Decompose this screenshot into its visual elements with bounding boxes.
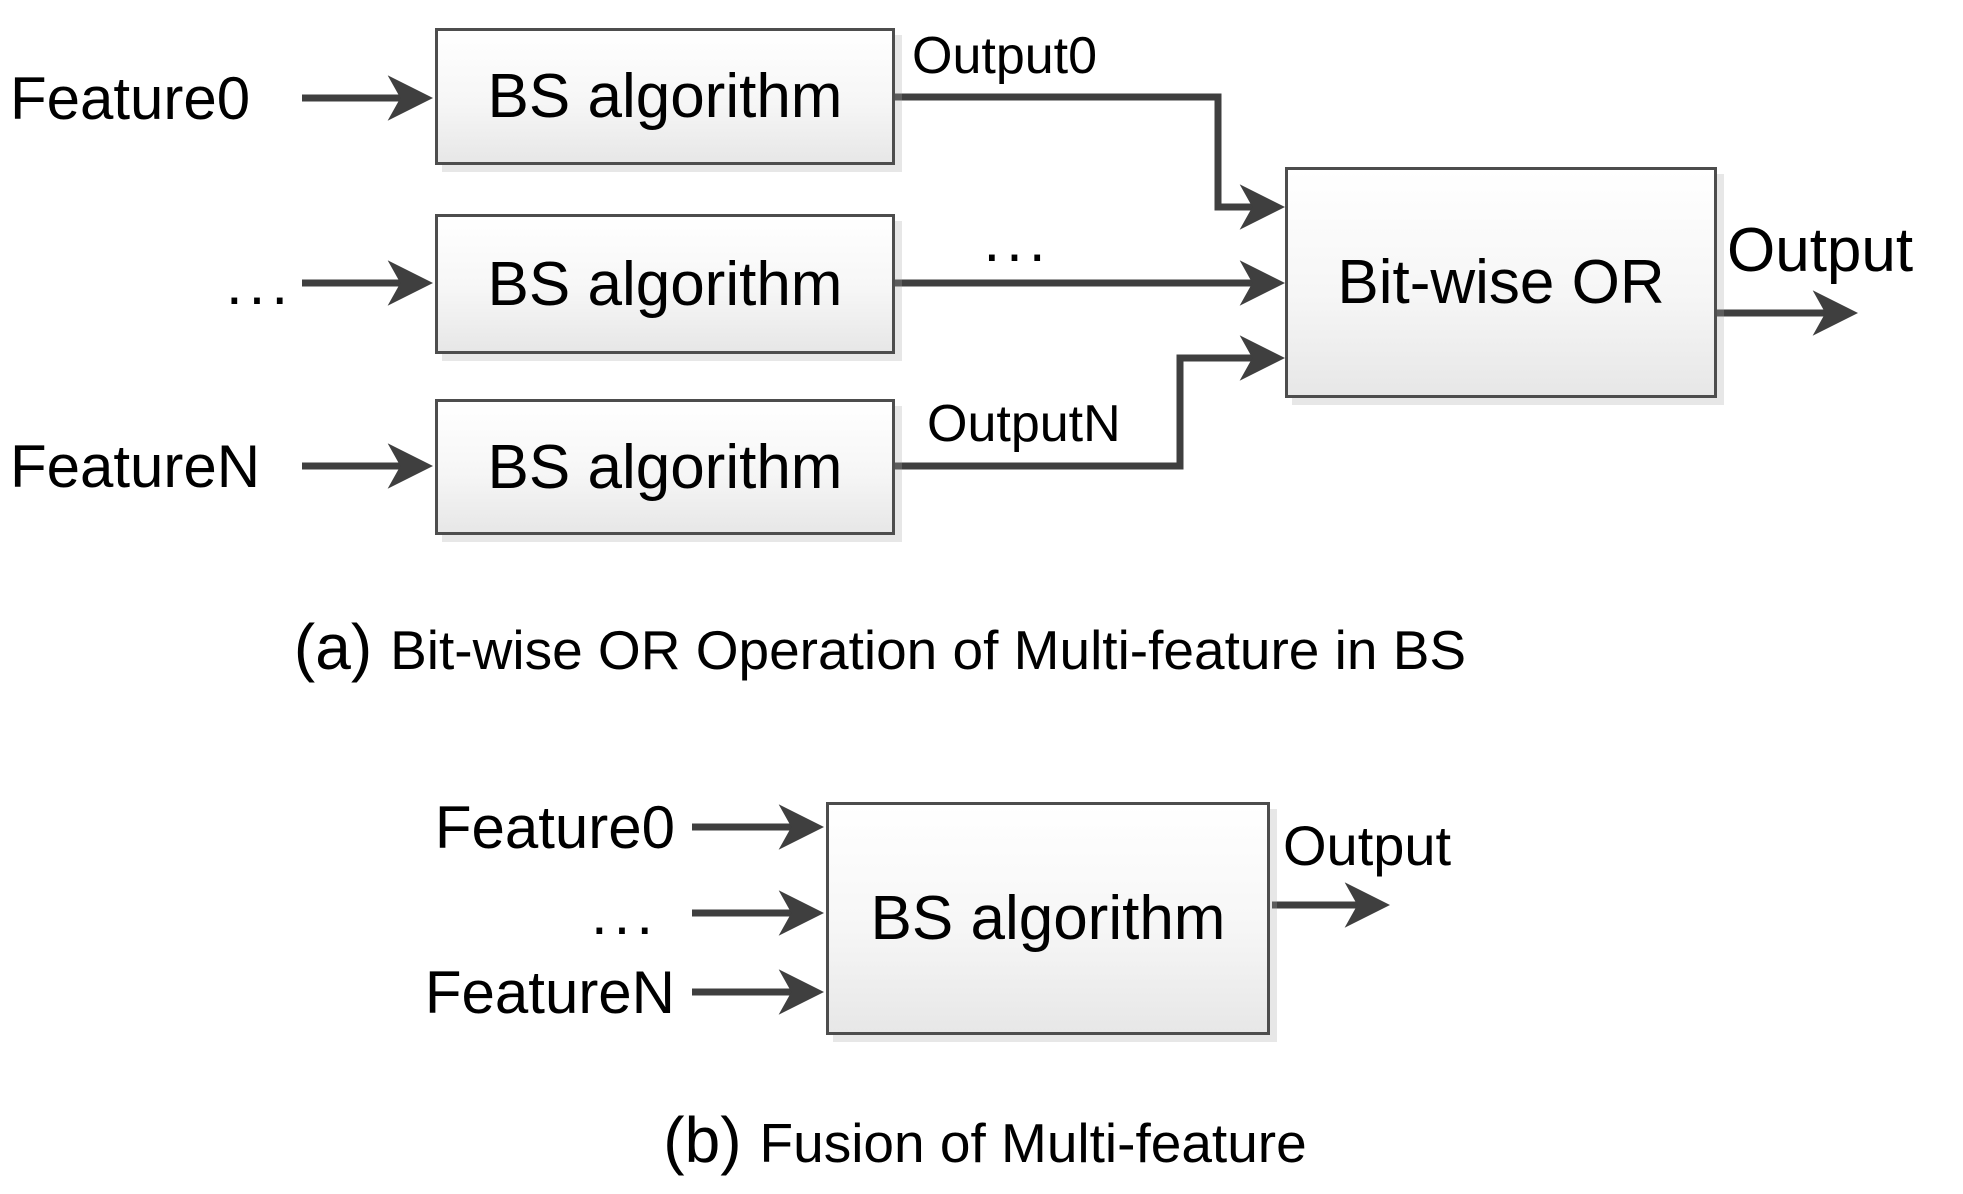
bitwise-or-box: Bit-wise OR (1285, 167, 1717, 398)
caption-b: (b) Fusion of Multi-feature (0, 1103, 1963, 1189)
label-a-mid-dots: ... (983, 206, 1052, 274)
label-a-feature0: Feature0 (10, 64, 251, 132)
arrow-a-outputN (895, 335, 1286, 470)
label-a-output0: Output0 (912, 27, 1098, 85)
label-b-input-dots: ... (590, 879, 659, 947)
caption-b-text: Fusion of Multi-feature (759, 1112, 1307, 1174)
caption-a-text: Bit-wise OR Operation of Multi-feature i… (390, 619, 1467, 681)
arrow-a-output0 (895, 93, 1286, 230)
caption-a-tag: (a) (293, 611, 373, 683)
bs-algorithm-box-2: BS algorithm (435, 214, 895, 354)
caption-b-tag: (b) (663, 1104, 742, 1176)
bs-algorithm-box-b: BS algorithm (826, 802, 1270, 1035)
label-a-input-dots: ... (225, 249, 294, 317)
label-a-outputN: OutputN (927, 395, 1121, 453)
label-a-featureN: FeatureN (10, 432, 261, 500)
caption-a: (a) Bit-wise OR Operation of Multi-featu… (0, 610, 1760, 696)
bs-algorithm-box-1: BS algorithm (435, 28, 895, 165)
label-b-feature0: Feature0 (434, 793, 675, 861)
bs-algorithm-box-3: BS algorithm (435, 399, 895, 535)
label-a-output: Output (1727, 215, 1914, 285)
label-b-output: Output (1283, 813, 1452, 877)
label-b-featureN: FeatureN (424, 958, 675, 1026)
